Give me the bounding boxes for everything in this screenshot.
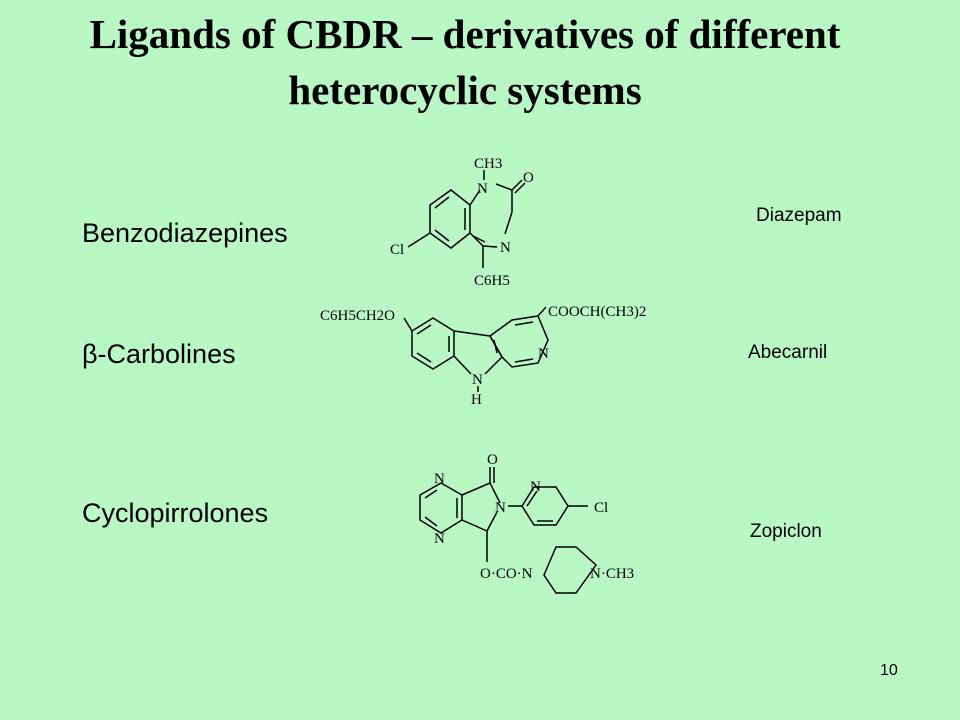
title-line-2: heterocyclic systems bbox=[288, 67, 642, 113]
abecarnil-structure: C6H5CH2O N H N COOCH(CH3)2 bbox=[320, 304, 646, 408]
drug-abecarnil: Abecarnil bbox=[748, 342, 828, 363]
abecarnil-ether: C6H5CH2O bbox=[320, 308, 395, 324]
diazepam-structure: Cl O N CH3 N C6H5 bbox=[390, 156, 534, 289]
abecarnil-ester: COOCH(CH3)2 bbox=[548, 304, 646, 320]
class-benzodiazepines: Benzodiazepines bbox=[82, 218, 288, 248]
class-cyclopirrolones: Cyclopirrolones bbox=[82, 498, 269, 528]
zopiclon-n-methyl: N·CH3 bbox=[590, 566, 634, 582]
zopiclon-pyridine-n: N bbox=[530, 479, 541, 495]
diazepam-carbonyl-o: O bbox=[523, 170, 534, 186]
drug-diazepam: Diazepam bbox=[756, 205, 842, 226]
abecarnil-indole-n: N bbox=[472, 372, 483, 388]
diazepam-phenyl: C6H5 bbox=[474, 273, 510, 289]
zopiclon-structure: N N N O N Cl O·CO·N N·CH3 bbox=[419, 452, 634, 594]
zopiclon-chloro: Cl bbox=[594, 500, 608, 516]
title-line-1: Ligands of CBDR – derivatives of differe… bbox=[89, 11, 841, 57]
diazepam-n-methyl: CH3 bbox=[474, 156, 502, 172]
abecarnil-pyridine-n: N bbox=[538, 346, 549, 362]
diazepam-n1: N bbox=[477, 181, 488, 197]
drug-zopiclon: Zopiclon bbox=[750, 521, 822, 542]
zopiclon-lactam-n: N bbox=[495, 500, 506, 516]
diazepam-n4: N bbox=[500, 240, 511, 256]
page-number: 10 bbox=[880, 662, 898, 679]
zopiclon-carbamate: O·CO·N bbox=[480, 566, 533, 582]
zopiclon-carbonyl-o: O bbox=[487, 452, 498, 468]
abecarnil-indole-h: H bbox=[471, 392, 482, 408]
diazepam-chloro: Cl bbox=[390, 242, 404, 258]
zopiclon-pyrazine-n2: N bbox=[434, 531, 445, 547]
slide-title: Ligands of CBDR – derivatives of differe… bbox=[0, 6, 930, 118]
class-beta-carbolines: β-Carbolines bbox=[82, 339, 236, 369]
zopiclon-pyrazine-n1: N bbox=[434, 471, 445, 487]
